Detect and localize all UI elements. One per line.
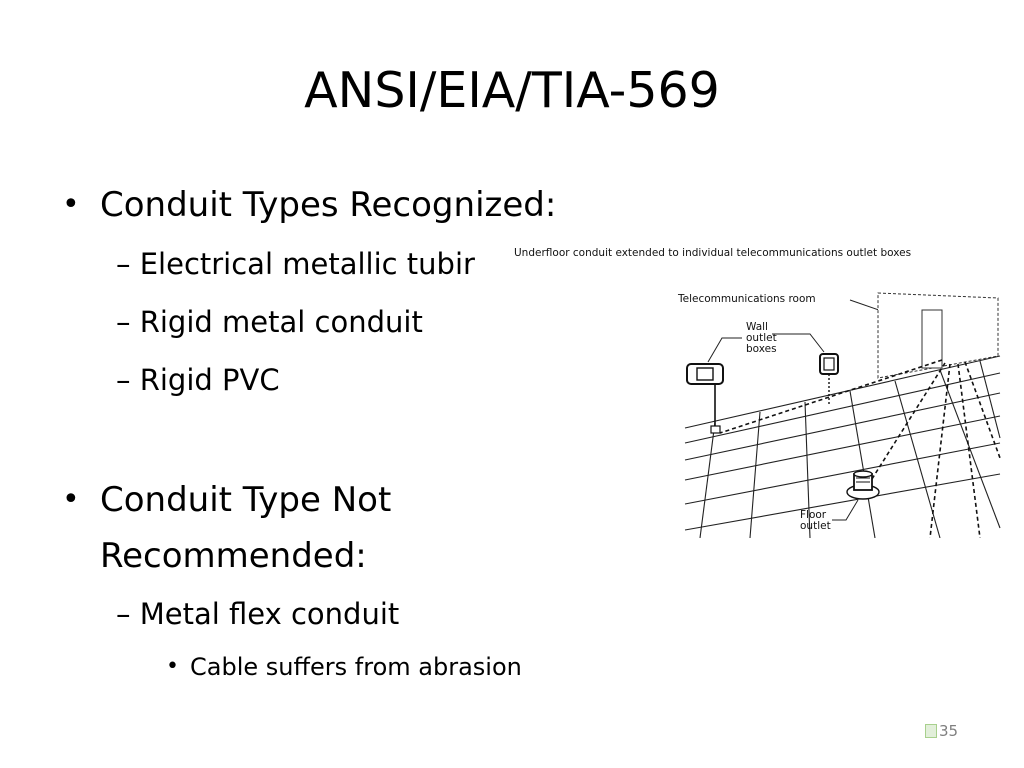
wall-outlet-box-left [686, 363, 724, 434]
bullet-text: Cable suffers from abrasion [190, 653, 522, 681]
label-floor-2: outlet [800, 520, 831, 532]
bullet-text: Conduit Type Not [100, 480, 392, 520]
leader-line-wall-left [707, 337, 742, 363]
label-wall-1: Wall [746, 321, 768, 333]
bullet-dot: • [62, 482, 80, 517]
label-floor-1: Floor [800, 509, 827, 521]
sub-item-rigid-pvc: – Rigid PVC [116, 363, 280, 397]
bullet-text: Conduit Types Recognized: [100, 185, 557, 225]
label-wall-3: boxes [746, 343, 777, 355]
label-telecommunications-room: Telecommunications room [677, 293, 816, 305]
wall-outlet-box-right [819, 353, 839, 406]
slide-title: ANSI/EIA/TIA-569 [304, 62, 720, 119]
diagram-svg: Underfloor conduit extended to individua… [514, 247, 1001, 538]
sub-item-metal-flex-conduit: – Metal flex conduit [116, 597, 400, 631]
bullet-conduit-types-recognized: • Conduit Types Recognized: [62, 183, 557, 227]
sub-item-electrical-metallic-tubing: – Electrical metallic tubir [116, 247, 475, 281]
page-icon [925, 724, 937, 738]
sub-sub-item-cable-abrasion: • Cable suffers from abrasion [166, 651, 522, 683]
sub-item-rigid-metal-conduit: – Rigid metal conduit [116, 305, 423, 339]
bullet-dot: • [62, 187, 80, 222]
telecom-room-box [877, 292, 999, 379]
bullet-conduit-type-not-recommended: • Conduit Type Not [62, 478, 392, 522]
underfloor-conduit-diagram: Underfloor conduit extended to individua… [510, 238, 1010, 538]
floor-outlet [846, 470, 880, 500]
underfloor-conduits [719, 359, 1001, 538]
label-wall-2: outlet [746, 332, 777, 344]
diagram-caption: Underfloor conduit extended to individua… [514, 247, 911, 259]
leader-line-floor [832, 499, 859, 521]
floor-grid [684, 355, 1001, 538]
page-number: 35 [925, 722, 958, 740]
bullet-dot: • [166, 654, 179, 679]
leader-line-wall-right [772, 333, 825, 353]
bullet-text-continued: Recommended: [100, 536, 367, 576]
page-number-text: 35 [939, 722, 959, 740]
